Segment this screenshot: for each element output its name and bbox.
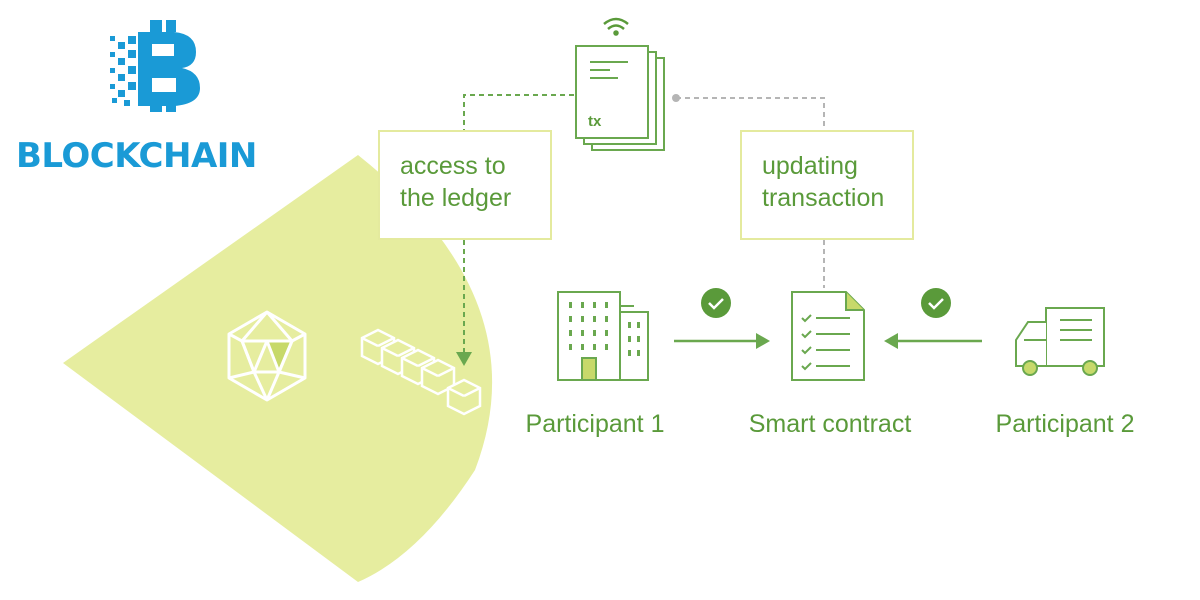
access-connector-line bbox=[463, 94, 574, 132]
access-box-line1: access to bbox=[400, 152, 506, 180]
arrow-head-down bbox=[456, 352, 472, 366]
arrow-head-right bbox=[756, 333, 770, 349]
smart-contract-label: Smart contract bbox=[748, 410, 912, 438]
updating-box-line2: transaction bbox=[762, 184, 885, 212]
arrow-head-left bbox=[884, 333, 898, 349]
updating-box-line1: updating bbox=[762, 152, 858, 180]
updating-connector-line bbox=[676, 97, 825, 132]
check-badge-icon bbox=[921, 288, 951, 318]
block-chain-cubes-icon bbox=[360, 328, 482, 416]
tx-label: tx bbox=[588, 113, 602, 130]
access-box-line2: the ledger bbox=[400, 184, 512, 212]
bitcoin-b-cutout bbox=[152, 44, 176, 92]
participant-1-label: Participant 1 bbox=[525, 410, 665, 438]
connector-dot bbox=[672, 94, 680, 102]
icosahedron-icon bbox=[227, 310, 307, 402]
bitcoin-b-pixel-icon bbox=[110, 20, 200, 112]
checklist-document-icon bbox=[791, 291, 865, 381]
signal-waves-icon bbox=[603, 17, 629, 36]
participant-2-label: Participant 2 bbox=[995, 410, 1135, 438]
delivery-truck-icon bbox=[1015, 307, 1105, 376]
office-building-icon bbox=[557, 291, 649, 381]
updating-transaction-box: updating transaction bbox=[740, 130, 914, 240]
tx-document-icon bbox=[575, 45, 665, 151]
access-ledger-box: access to the ledger bbox=[378, 130, 552, 240]
check-badge-icon bbox=[701, 288, 731, 318]
blockchain-logo-text: BLOCKCHAIN bbox=[16, 136, 257, 176]
